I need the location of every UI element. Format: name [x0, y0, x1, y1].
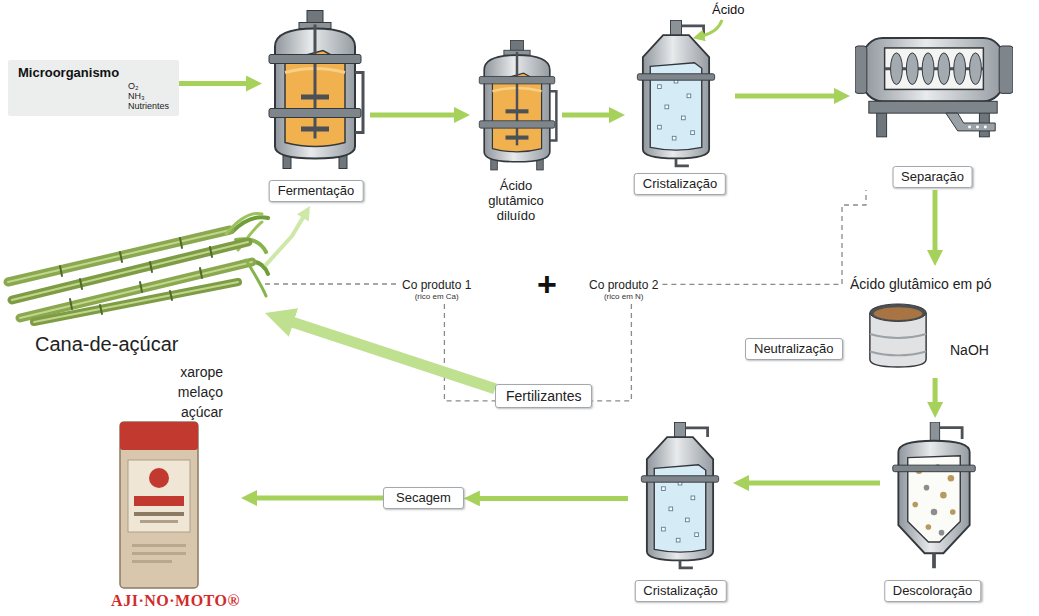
flow-arrow — [735, 93, 837, 98]
byproduct-line — [265, 283, 398, 284]
byproduct-line — [662, 190, 866, 284]
plus-sign: + — [537, 266, 557, 302]
input-item: Nutrientes — [18, 101, 169, 111]
flow-arrow — [933, 378, 938, 405]
flow-arrow — [254, 496, 383, 501]
step-label: Secagem — [383, 487, 464, 509]
crystallizer-tank — [637, 20, 714, 165]
separator-machine — [855, 38, 1013, 137]
coproduct-box: Co produto 1(rico em Ca) — [398, 276, 475, 304]
reagent-label: NaOH — [950, 342, 989, 359]
process-stage: Separação — [850, 18, 1015, 190]
brand-name: AJI·NO·MOTO® — [111, 592, 240, 610]
acid-inlet-arrow — [702, 20, 722, 36]
stage-caption: Ácido glutâmico diluído — [472, 178, 560, 223]
coproduct-title: Co produto 1 — [402, 278, 471, 292]
flow-arrow — [370, 112, 457, 117]
flow-arrow — [746, 481, 880, 486]
flow-arrow — [179, 81, 249, 86]
coproduct-title: Co produto 2 — [589, 278, 658, 292]
process-stage: Cristalização — [628, 418, 733, 604]
diluted-acid-tank — [479, 40, 556, 170]
product-bag — [120, 422, 198, 588]
raw-material-list: xarope melaço açúcar — [163, 362, 223, 422]
flow-arrow — [933, 190, 938, 253]
flow-arrow — [288, 321, 495, 389]
input-box: MicroorganismoO₂NH₃Nutrientes — [8, 60, 179, 116]
raw-material-title: Cana-de-açúcar — [35, 332, 178, 356]
input-title: Microorganismo — [18, 65, 169, 81]
step-label: Cristalização — [634, 580, 726, 602]
process-stage: Descoloração — [880, 418, 985, 604]
process-stage: Cristalização — [625, 18, 735, 200]
process-stage: Ácido glutâmico diluído — [470, 38, 562, 243]
step-label: Fertilizantes — [495, 384, 592, 408]
process-stage: Secagem — [383, 487, 464, 509]
fertilizer-box: Fertilizantes — [495, 384, 592, 408]
reagent-label: Ácido — [710, 2, 747, 17]
step-label: Separação — [892, 166, 973, 188]
fermenter-tank — [269, 11, 363, 169]
decolorizer-tank — [893, 422, 976, 568]
flow-arrow — [477, 496, 628, 501]
product-stage: AJI·NO·MOTO® — [110, 418, 241, 612]
crystallizer-tank — [641, 422, 718, 567]
stage-caption: Ácido glutâmico em pó — [850, 276, 992, 293]
flow-arrow — [562, 113, 612, 118]
coproduct-note: (rico em Ca) — [402, 292, 471, 302]
step-label: Fermentação — [269, 180, 364, 202]
powder-drum — [870, 304, 926, 367]
raw-material: Cana-de-açúcar xarope melaço açúcar — [5, 212, 265, 427]
coproduct-box: Co produto 2(rico em N) — [585, 276, 662, 304]
byproduct-line — [593, 304, 632, 401]
input-item: O₂ — [18, 81, 169, 91]
step-label: Cristalização — [634, 173, 726, 195]
flow-arrow — [265, 216, 304, 266]
coproduct-note: (rico em N) — [589, 292, 658, 302]
process-stage: Ácido glutâmico em pó Neutralização NaOH — [745, 266, 1030, 378]
sugar-cane — [8, 213, 268, 322]
step-label: Descoloração — [884, 580, 982, 602]
step-label: Neutralização — [745, 338, 843, 360]
input-item: NH₃ — [18, 91, 169, 101]
process-stage: Fermentação — [262, 8, 370, 206]
